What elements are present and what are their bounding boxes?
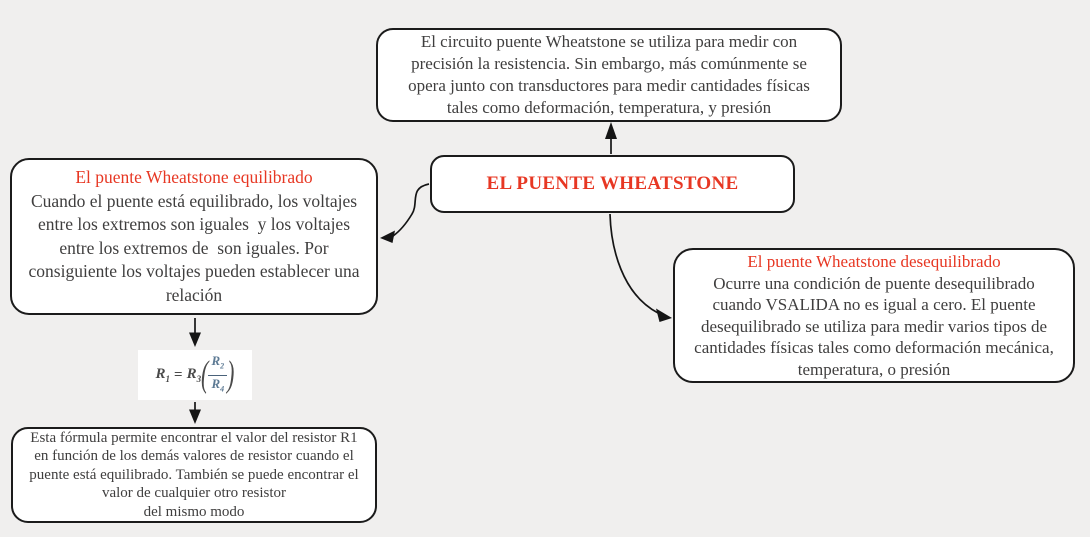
text-line: del mismo modo [143,503,245,520]
text-line: El circuito puente Wheatstone se utiliza… [420,32,798,51]
text-line: desequilibrado se utiliza para medir var… [700,316,1048,336]
right-branch-box-desequilibrado: El puente Wheatstone desequilibrado Ocur… [673,248,1075,383]
text-line: opera junto con transductores para medir… [408,76,810,95]
arrowhead-down2-icon [189,409,201,424]
formula-image: R1 = R3 ( R2 R4 ) [138,350,252,400]
right-branch-title: El puente Wheatstone desequilibrado [747,252,1001,271]
text-line: puente está equilibrado. También se pued… [29,466,359,483]
formula-lhs: R1 [155,366,171,384]
left-branch-title: El puente Wheatstone equilibrado [75,167,313,187]
central-topic-box: EL PUENTE WHEATSTONE [430,155,795,213]
text-line: precisión la resistencia. Sin embargo, m… [411,54,807,73]
arrow-center-to-left [392,183,430,237]
formula-close-paren: ) [227,354,235,395]
text-line: entre los extremos de son iguales. Por [59,237,329,258]
arrowhead-up-icon [605,122,617,139]
formula-numerator: R2 [208,353,228,376]
formula-equals: = [174,366,183,383]
arrowhead-down-icon [189,332,201,347]
conclusion-box: Esta fórmula permite encontrar el valor … [11,427,377,523]
arrowhead-right-icon [656,308,672,322]
left-branch-box-equilibrado: El puente Wheatstone equilibrado Cuando … [10,158,378,315]
text-line: consiguiente los voltajes pueden estable… [28,261,360,281]
left-branch-body: Cuando el puente está equilibrado, los v… [29,190,360,308]
arrow-center-to-right [609,213,659,314]
central-topic-title: EL PUENTE WHEATSTONE [486,173,739,194]
formula-open-paren: ( [201,354,209,395]
text-line: Esta fórmula permite encontrar el valor … [30,429,358,446]
arrowhead-left-icon [380,230,395,243]
formula-fraction: R2 R4 [208,353,228,396]
text-line: valor de cualquier otro resistor [101,485,287,502]
text-line: entre los extremos son iguales y los vol… [37,214,351,234]
text-line: temperatura, o presión [797,359,951,379]
text-line: Cuando el puente está equilibrado, los v… [30,190,358,211]
text-line: relación [165,284,223,305]
text-line: tales como deformación, temperatura, y p… [446,98,772,117]
text-line: cantidades físicas tales como deformació… [694,338,1054,357]
text-line: Ocurre una condición de puente desequili… [713,273,1035,293]
text-line: cuando VSALIDA no es igual a cero. El pu… [712,295,1036,314]
top-description-box: El circuito puente Wheatstone se utiliza… [376,28,842,122]
formula-denominator: R4 [211,375,225,394]
right-branch-body: Ocurre una condición de puente desequili… [694,273,1054,381]
formula-coefficient: R3 [186,366,202,384]
text-line: en función de los demás valores de resis… [34,448,354,465]
